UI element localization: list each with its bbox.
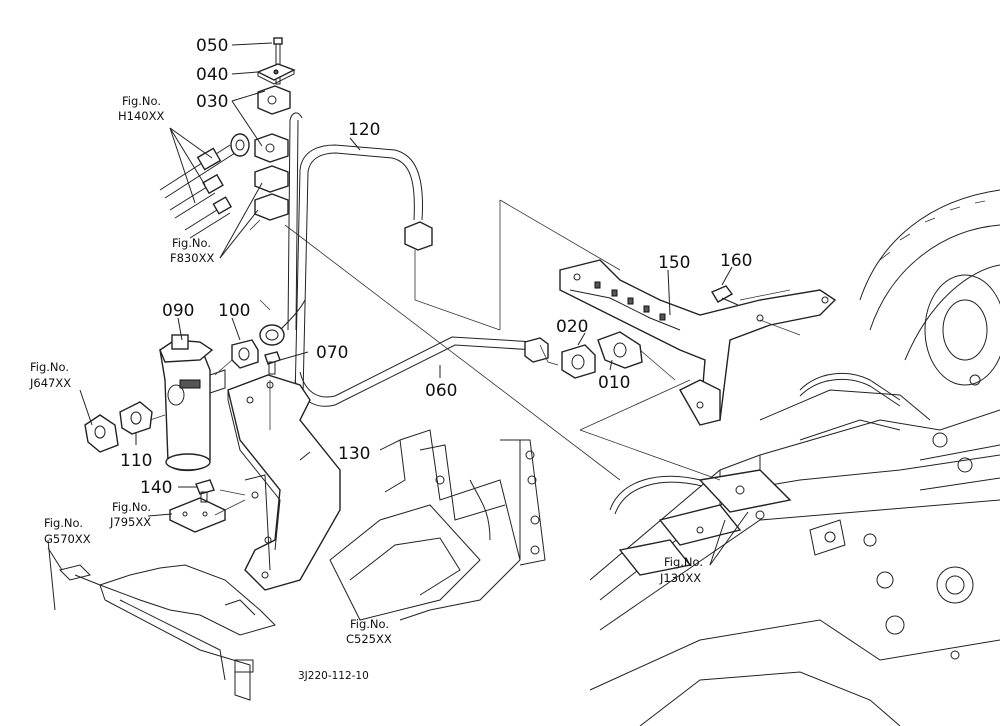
cover-plate-g570 [59,564,276,701]
fig-ref-j647-line2: J647XX [29,376,71,390]
plate-040 [256,63,296,85]
drawing-code: 3J220-112-10 [298,670,369,682]
part-label-100: 100 [218,301,250,321]
bolt-160 [710,285,739,306]
figure-reference-labels: Fig.No. H140XX Fig.No. F830XX Fig.No. J6… [29,94,703,646]
hydraulic-filter-090 [159,334,226,472]
tractor-front-frame [329,429,546,621]
part-label-150: 150 [658,253,690,273]
part-label-140: 140 [140,478,172,498]
adapter-100 [231,339,259,369]
bolt-140 [195,479,215,503]
bolt-050 [273,37,283,85]
fig-ref-f830-line2: F830XX [170,251,214,265]
part-label-070: 070 [316,343,348,363]
fig-ref-h140-line1: Fig.No. [122,94,161,108]
fig-ref-j130-line1: Fig.No. [664,555,703,569]
fig-ref-g570-line1: Fig.No. [44,516,83,530]
part-label-110: 110 [120,451,152,471]
adapter-110 [119,401,153,435]
hydraulic-hoses-h140 [159,133,250,239]
part-label-040: 040 [196,65,228,85]
adapter-020 [561,344,596,379]
fig-ref-c525-line1: Fig.No. [350,617,389,631]
elbow-fitting-j647 [84,414,119,453]
bracket-130 [227,374,341,591]
part-label-120: 120 [348,120,380,140]
part-number-labels: 050 040 030 120 150 160 090 100 070 020 … [120,36,752,498]
fig-ref-g570-line2: G570XX [44,532,91,546]
part-label-030: 030 [196,92,228,112]
part-label-090: 090 [162,301,194,321]
pipe-elbow-fitting [259,299,306,346]
part-label-050: 050 [196,36,228,56]
fig-ref-j795-line1: Fig.No. [112,500,151,514]
fig-ref-f830-line1: Fig.No. [172,236,211,250]
hydraulic-pipe-120 [287,112,424,401]
mounting-bracket-150 [559,259,837,426]
part-label-060: 060 [425,381,457,401]
elbow-adapter-010 [597,331,643,369]
part-label-130: 130 [338,444,370,464]
assembly-guide-lines [149,199,801,516]
tractor-transmission-housing [589,189,1000,726]
fig-ref-j795-line2: J795XX [109,515,151,529]
bracket-j795 [169,497,226,533]
fig-ref-j647-line1: Fig.No. [30,360,69,374]
part-label-010: 010 [598,373,630,393]
fig-ref-j130-line2: J130XX [659,571,701,585]
pipe-nut [404,221,433,251]
pipe-060-nut [524,337,549,363]
bolt-070 [264,351,281,375]
fig-ref-h140-line2: H140XX [118,109,164,123]
leader-lines [47,42,749,621]
clamp-030 [254,85,291,221]
fig-ref-c525-line2: C525XX [346,632,392,646]
part-label-160: 160 [720,251,752,271]
part-label-020: 020 [556,317,588,337]
